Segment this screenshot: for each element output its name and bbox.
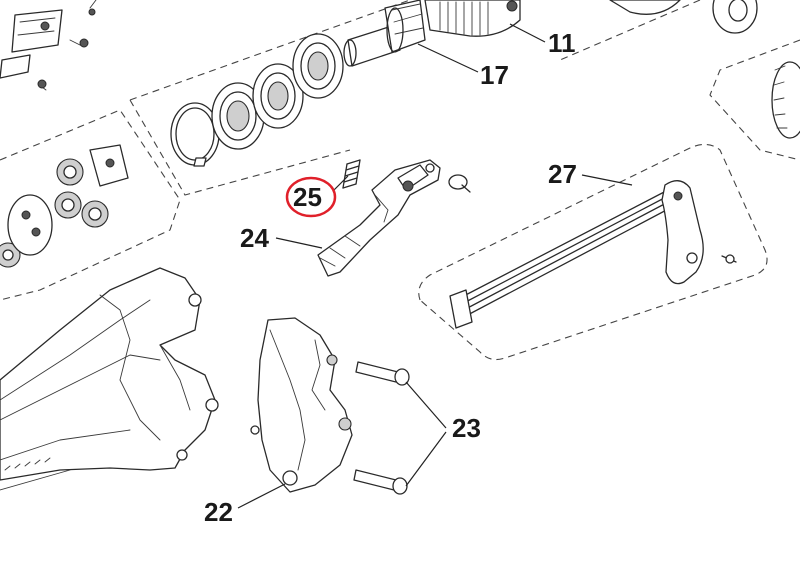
bracket-plate-part <box>0 9 63 79</box>
leader-27 <box>581 174 633 186</box>
leader-23a <box>405 381 447 429</box>
callout-25: 25 <box>293 182 322 212</box>
callout-11: 11 <box>548 28 576 58</box>
leader-17 <box>417 43 479 73</box>
pinion-shaft-part-17 <box>343 0 426 67</box>
group-outline-bearings <box>129 0 701 196</box>
callout-23: 23 <box>452 413 481 443</box>
washer-top-right <box>609 0 758 34</box>
leader-24 <box>275 237 323 249</box>
highlight-circle-25 <box>285 176 337 218</box>
bearing-2 <box>252 63 304 129</box>
wire-harness-part-27 <box>449 180 737 329</box>
planet-gears <box>0 158 109 268</box>
group-outline-gears <box>0 109 181 301</box>
callout-24: 24 <box>240 223 269 253</box>
screws-part-23 <box>353 361 410 495</box>
screw-near-24 <box>448 174 471 193</box>
planet-carrier <box>7 144 129 256</box>
gear-right-edge <box>771 61 800 139</box>
housing-shell-left <box>0 267 219 491</box>
spring-part-25 <box>342 159 361 189</box>
bearing-3 <box>292 33 344 99</box>
side-cover-part-22 <box>250 317 353 493</box>
group-outline-right <box>709 39 800 161</box>
trigger-lever-part-24 <box>317 159 441 277</box>
group-outline-27 <box>418 143 768 361</box>
callout-22: 22 <box>204 497 233 527</box>
small-screws-topleft <box>37 0 97 91</box>
leader-22 <box>237 483 286 509</box>
leader-25 <box>333 175 349 191</box>
bearing-1 <box>211 82 265 150</box>
callout-27: 27 <box>548 159 577 189</box>
motor-gear-part-11 <box>424 0 521 37</box>
leader-23b <box>405 431 447 487</box>
leader-11 <box>509 23 546 43</box>
callout-17: 17 <box>480 60 509 90</box>
